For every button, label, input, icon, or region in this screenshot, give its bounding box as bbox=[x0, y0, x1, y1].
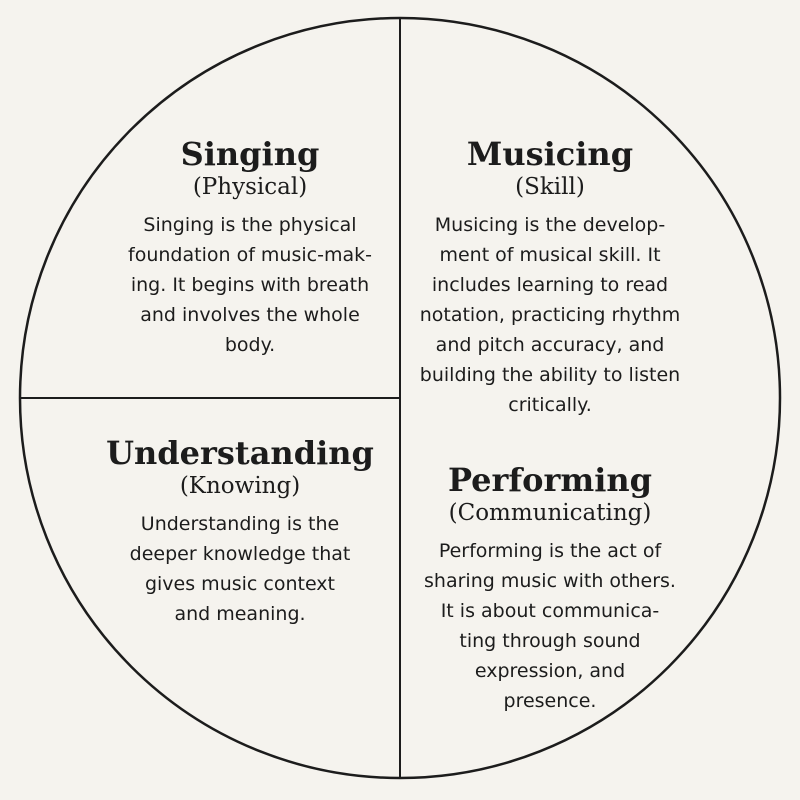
description-line: Performing is the act of bbox=[438, 540, 662, 562]
description-line: building the ability to listen bbox=[419, 364, 681, 386]
quadrant-title: Understanding bbox=[106, 434, 374, 472]
description-line: critically. bbox=[508, 394, 592, 416]
quadrant-description: Performing is the act of sharing music w… bbox=[400, 536, 700, 716]
description-line: body. bbox=[224, 334, 276, 356]
description-line: foundation of music-mak- bbox=[128, 244, 372, 266]
description-line: ting through sound bbox=[459, 630, 641, 652]
quadrant-understanding: Understanding (Knowing) Understanding is… bbox=[90, 435, 390, 629]
quadrant-title: Singing bbox=[180, 135, 320, 173]
description-line: includes learning to read bbox=[431, 274, 669, 296]
description-line: and pitch accuracy, and bbox=[435, 334, 665, 356]
quadrant-subtitle: (Skill) bbox=[515, 174, 585, 200]
description-line: notation, practicing rhythm bbox=[419, 304, 681, 326]
description-line: and involves the whole bbox=[140, 304, 360, 326]
quadrant-musicing: Musicing (Skill) Musicing is the develop… bbox=[400, 136, 700, 420]
quadrant-subtitle: (Knowing) bbox=[179, 473, 301, 499]
description-line: ment of musical skill. It bbox=[439, 244, 661, 266]
description-line: sharing music with others. bbox=[424, 570, 676, 592]
description-line: It is about communica- bbox=[440, 600, 660, 622]
description-line: deeper knowledge that bbox=[129, 543, 351, 565]
quadrant-performing: Performing (Communicating) Performing is… bbox=[400, 462, 700, 716]
description-line: presence. bbox=[503, 690, 597, 712]
quadrant-title: Musicing bbox=[466, 135, 634, 173]
quadrant-title: Performing bbox=[447, 461, 653, 499]
quadrant-subtitle: (Physical) bbox=[192, 174, 308, 200]
description-line: Understanding is the bbox=[140, 513, 340, 535]
quadrant-singing: Singing (Physical) Singing is the physic… bbox=[100, 136, 400, 360]
quadrant-subtitle: (Communicating) bbox=[448, 500, 652, 526]
quadrant-description: Understanding is the deeper knowledge th… bbox=[90, 509, 390, 629]
description-line: expression, and bbox=[474, 660, 626, 682]
quadrant-description: Singing is the physical foundation of mu… bbox=[100, 210, 400, 360]
description-line: gives music context bbox=[144, 573, 336, 595]
description-line: ing. It begins with breath bbox=[130, 274, 370, 296]
quadrant-description: Musicing is the develop- ment of musical… bbox=[400, 210, 700, 420]
description-line: Singing is the physical bbox=[143, 214, 357, 236]
description-line: and meaning. bbox=[174, 603, 306, 625]
description-line: Musicing is the develop- bbox=[434, 214, 666, 236]
